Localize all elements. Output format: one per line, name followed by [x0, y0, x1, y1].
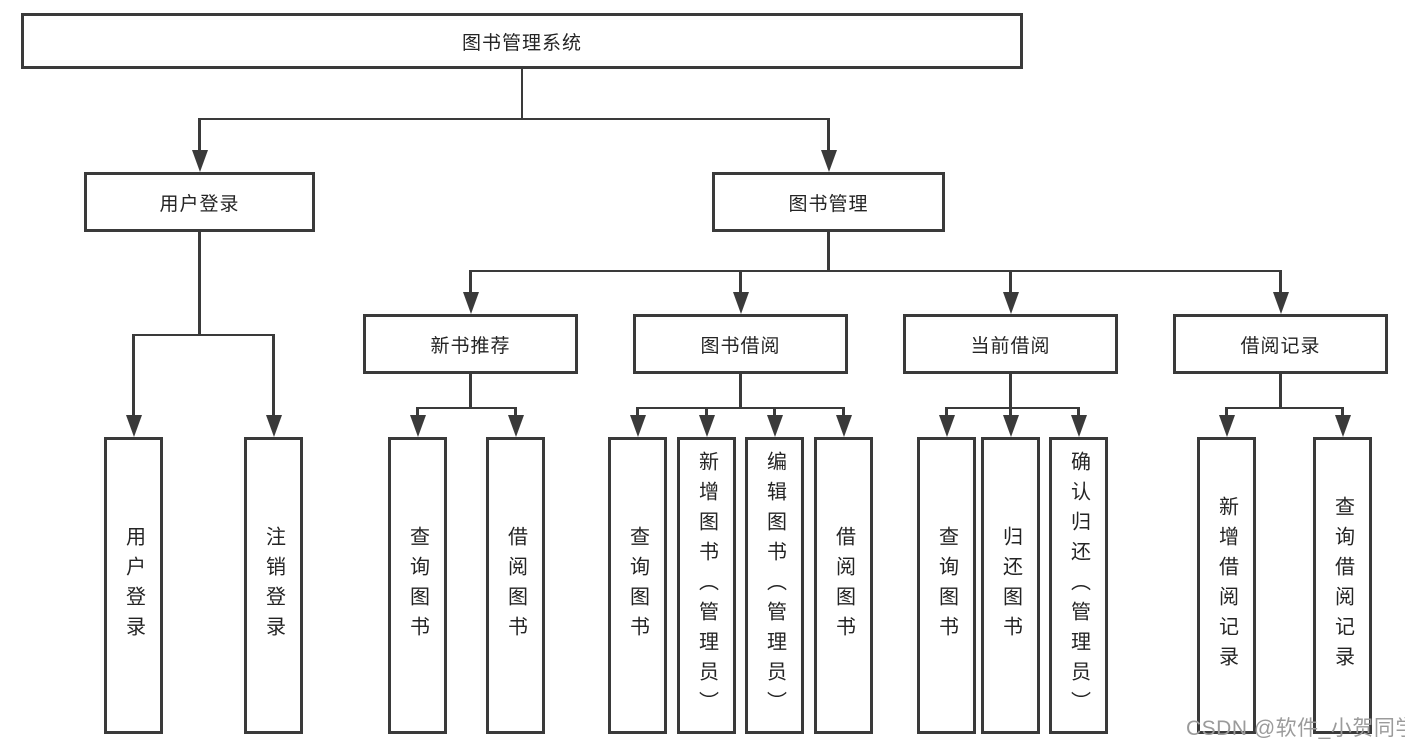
connector-line	[1009, 270, 1012, 296]
leaf-bb-add-books-admin: 新增图书（管理员）	[677, 437, 736, 734]
arrow-down-icon	[1272, 292, 1289, 314]
node-user-login: 用户登录	[84, 172, 315, 232]
arrow-down-icon	[265, 415, 282, 437]
arrow-down-icon	[835, 415, 852, 437]
connector-line	[132, 333, 275, 337]
arrow-down-icon	[409, 415, 426, 437]
leaf-cb-confirm-return-admin: 确认归还（管理员）	[1049, 437, 1108, 734]
node-current-borrow: 当前借阅	[903, 314, 1118, 374]
connector-line	[739, 270, 742, 296]
connector-line	[132, 334, 135, 420]
node-library-system: 图书管理系统	[21, 13, 1023, 69]
connector-line	[739, 374, 742, 409]
arrow-down-icon	[629, 415, 646, 437]
arrow-down-icon	[191, 150, 208, 172]
arrow-down-icon	[1334, 415, 1351, 437]
connector-line	[705, 407, 708, 420]
connector-line	[198, 118, 201, 154]
connector-line	[469, 270, 472, 296]
leaf-cb-return-books: 归还图书	[981, 437, 1040, 734]
connector-line	[1225, 406, 1344, 410]
node-book-management: 图书管理	[712, 172, 945, 232]
leaf-bb-edit-books-admin: 编辑图书（管理员）	[745, 437, 804, 734]
connector-line	[1279, 270, 1282, 296]
leaf-nbr-query-books: 查询图书	[388, 437, 447, 734]
leaf-logout: 注销登录	[244, 437, 303, 734]
connector-line	[416, 407, 419, 420]
arrow-down-icon	[766, 415, 783, 437]
csdn-watermark: CSDN @软件_小贺同学	[1186, 717, 1405, 740]
arrow-down-icon	[125, 415, 142, 437]
arrow-down-icon	[1070, 415, 1087, 437]
node-new-book-recommend: 新书推荐	[363, 314, 578, 374]
connector-line	[469, 374, 472, 409]
connector-line	[945, 407, 948, 420]
connector-line	[198, 117, 830, 120]
connector-line	[773, 407, 776, 420]
arrow-down-icon	[507, 415, 524, 437]
node-borrow-records: 借阅记录	[1173, 314, 1388, 374]
connector-line	[1009, 407, 1012, 420]
node-book-borrow: 图书借阅	[633, 314, 848, 374]
connector-line	[945, 406, 1080, 410]
leaf-bb-borrow-books: 借阅图书	[814, 437, 873, 734]
leaf-br-add-record: 新增借阅记录	[1197, 437, 1256, 734]
connector-line	[1279, 374, 1282, 409]
arrow-down-icon	[1218, 415, 1235, 437]
connector-line	[1225, 407, 1228, 420]
leaf-nbr-borrow-books: 借阅图书	[486, 437, 545, 734]
connector-line	[842, 407, 845, 420]
connector-line	[827, 118, 830, 154]
connector-line	[827, 232, 830, 272]
connector-line	[636, 406, 845, 410]
arrow-down-icon	[1002, 415, 1019, 437]
connector-line	[1009, 374, 1012, 409]
leaf-user-login: 用户登录	[104, 437, 163, 734]
connector-line	[272, 334, 275, 420]
arrow-down-icon	[732, 292, 749, 314]
connector-line	[636, 407, 639, 420]
connector-line	[198, 232, 201, 336]
arrow-down-icon	[938, 415, 955, 437]
connector-line	[416, 406, 517, 410]
leaf-bb-query-books: 查询图书	[608, 437, 667, 734]
arrow-down-icon	[698, 415, 715, 437]
arrow-down-icon	[1002, 292, 1019, 314]
leaf-br-query-record: 查询借阅记录	[1313, 437, 1372, 734]
connector-line	[1077, 407, 1080, 420]
connector-line	[1341, 407, 1344, 420]
leaf-cb-query-books: 查询图书	[917, 437, 976, 734]
connector-line	[514, 407, 517, 420]
arrow-down-icon	[462, 292, 479, 314]
arrow-down-icon	[820, 150, 837, 172]
connector-line	[469, 269, 1282, 273]
connector-line	[520, 69, 524, 119]
